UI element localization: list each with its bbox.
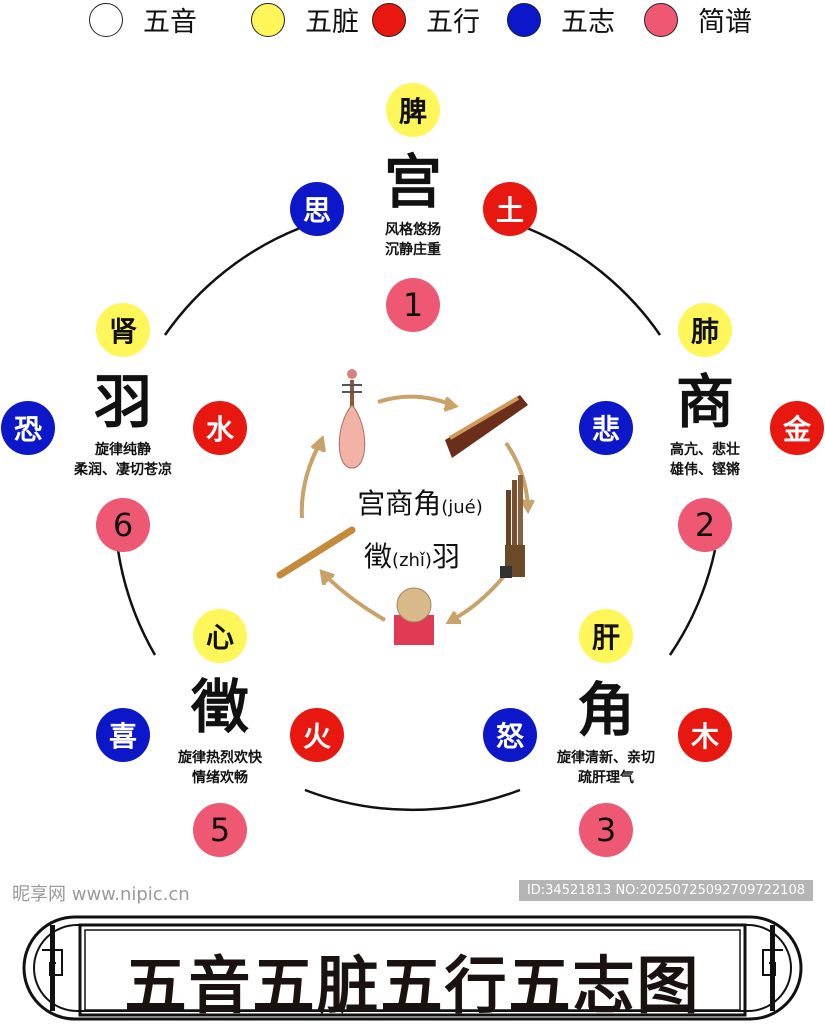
guzheng-icon: [445, 395, 528, 458]
legend-item-five-tones: 五音: [89, 0, 197, 39]
element-fire: 火: [290, 708, 344, 762]
notation-5: 5: [193, 803, 247, 857]
notation-1: 1: [386, 278, 440, 332]
notation-2: 2: [678, 498, 732, 552]
desc-line: 高亢、悲壮: [670, 442, 740, 458]
legend-swatch-yellow: [251, 2, 285, 37]
element-water: 水: [193, 401, 247, 455]
emotion-anger: 怒: [483, 708, 537, 762]
desc-line: 雄伟、铿锵: [670, 462, 740, 478]
flute-icon: [276, 526, 356, 579]
diagram-title: 五音五脏五行五志图: [124, 949, 701, 1022]
legend-label: 五音: [143, 7, 197, 38]
legend-swatch-pink: [644, 2, 678, 37]
tone-jue: 角: [576, 676, 636, 744]
legend-label: 五行: [426, 7, 480, 38]
center-line-1: 宫商角(jué): [357, 482, 483, 522]
notation-3: 3: [579, 803, 633, 857]
desc-line: 沉静庄重: [385, 242, 441, 258]
desc-yu: 旋律纯静柔润、凄切苍凉: [74, 440, 172, 480]
organ-spleen: 脾: [386, 83, 440, 137]
arc-right: [668, 549, 717, 656]
desc-line: 风格悠扬: [385, 222, 441, 238]
tone-gong: 宫: [383, 148, 443, 216]
desc-line: 旋律清新、亲切: [557, 750, 655, 766]
pipa-icon: [338, 369, 366, 469]
emotion-thought: 思: [290, 182, 344, 236]
arc-bottom: [304, 788, 521, 812]
legend-label: 五志: [561, 7, 615, 38]
center-line-2: 徵(zhǐ)羽: [364, 535, 460, 575]
tone-zhi: 徵: [190, 673, 250, 741]
center-tone-zhi: 徵: [364, 540, 393, 573]
legend-swatch-red: [372, 2, 406, 37]
arc-top-right: [526, 226, 662, 336]
organ-lung: 肺: [678, 303, 732, 357]
center-tone-yu: 羽: [431, 540, 460, 573]
desc-shang: 高亢、悲壮雄伟、铿锵: [670, 440, 740, 480]
legend-item-five-elements: 五行: [372, 0, 480, 39]
legend-label: 简谱: [698, 7, 752, 38]
pinyin-zhi: (zhǐ): [392, 550, 432, 571]
watermark-id: ID:34521813 NO:20250725092709722108: [518, 880, 813, 901]
desc-zhi: 旋律热烈欢快情绪欢畅: [178, 748, 262, 788]
desc-line: 柔润、凄切苍凉: [74, 462, 172, 478]
legend-label: 五脏: [305, 7, 359, 38]
tone-yu: 羽: [93, 368, 153, 436]
emotion-joy: 喜: [96, 708, 150, 762]
drum-icon: [394, 587, 434, 645]
legend-swatch-blue: [507, 2, 541, 37]
desc-line: 疏肝理气: [578, 770, 634, 786]
desc-line: 旋律热烈欢快: [178, 750, 262, 766]
arc-top-left: [163, 226, 301, 336]
desc-line: 旋律纯静: [95, 442, 151, 458]
organ-heart: 心: [193, 609, 247, 663]
legend-item-five-emotions: 五志: [507, 0, 615, 39]
pinyin-jue: (jué): [441, 497, 483, 518]
desc-gong: 风格悠扬沉静庄重: [385, 220, 441, 260]
watermark-site: 昵享网 www.nipic.cn: [12, 884, 190, 905]
emotion-sorrow: 悲: [579, 401, 633, 455]
legend-swatch-white: [89, 2, 123, 37]
organ-kidney: 肾: [96, 303, 150, 357]
element-earth: 土: [483, 182, 537, 236]
legend-item-five-organs: 五脏: [251, 0, 359, 39]
element-metal: 金: [770, 401, 824, 455]
desc-line: 情绪欢畅: [192, 770, 248, 786]
instrument-cycle-arrows: [299, 394, 535, 624]
center-tones-1: 宫商角: [357, 487, 442, 520]
legend-item-notation: 简谱: [644, 0, 752, 39]
organ-liver: 肝: [579, 609, 633, 663]
tone-shang: 商: [675, 368, 735, 436]
desc-jue: 旋律清新、亲切疏肝理气: [557, 748, 655, 788]
arc-left: [116, 549, 157, 656]
sheng-icon: [500, 475, 525, 578]
notation-6: 6: [96, 498, 150, 552]
element-wood: 木: [678, 708, 732, 762]
emotion-fear: 恐: [1, 401, 55, 455]
